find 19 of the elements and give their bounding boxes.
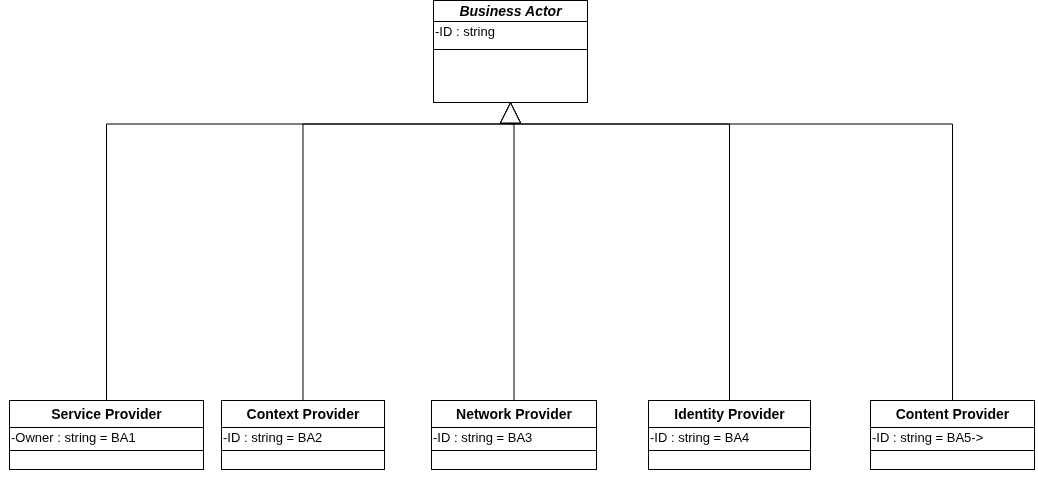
class-box: [221, 400, 385, 470]
class-box: [648, 400, 811, 470]
generalization-arrow: [500, 102, 953, 401]
attribute-text: -ID : string = BA5->: [872, 429, 984, 447]
class-name: Network Provider: [456, 404, 572, 424]
attribute-text: -ID : string = BA4: [650, 429, 750, 447]
class-box: [870, 400, 1035, 470]
class-box: [431, 400, 597, 470]
attribute-text: -Owner : string = BA1: [11, 429, 136, 447]
class-name: Identity Provider: [674, 404, 785, 424]
class-name: Content Provider: [895, 404, 1010, 424]
class-box: [9, 400, 204, 470]
attribute-text: -ID : string = BA2: [223, 429, 323, 447]
attribute-text: -ID : string: [435, 23, 495, 41]
class-name: Business Actor: [459, 1, 562, 21]
class-name: Context Provider: [246, 404, 360, 424]
attribute-text: -ID : string = BA3: [433, 429, 533, 447]
class-box: [433, 0, 588, 103]
class-name: Service Provider: [51, 404, 162, 424]
